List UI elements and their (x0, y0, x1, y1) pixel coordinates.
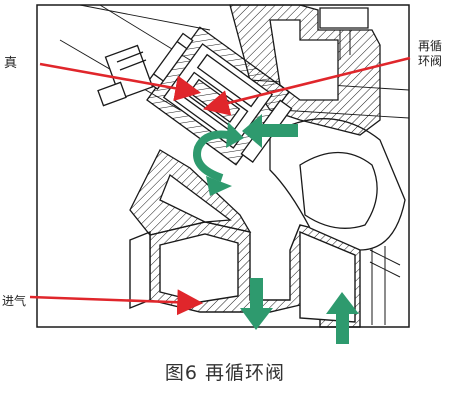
valve-housing (129, 221, 401, 328)
label-vacuum: 真 (4, 56, 18, 71)
label-recirculation-valve-line1: 再循 (417, 39, 442, 53)
label-intake: 进气 (2, 294, 27, 308)
flow-arrow-down (240, 278, 273, 330)
flow-arrow-up (326, 292, 359, 344)
figure-caption: 图6 再循环阀 (164, 362, 286, 384)
label-recirculation-valve-line2: 环阀 (417, 54, 442, 68)
flow-arrow-left (242, 114, 298, 148)
pointer-arrow-valve (202, 56, 411, 116)
label-recirculation-valve: 再循 环阀 (410, 39, 450, 69)
pointer-arrow-vacuum (39, 62, 202, 102)
drawing-frame (36, 4, 410, 328)
pointer-arrow-inlet (29, 289, 204, 316)
recirculation-passage (269, 118, 406, 251)
left-body (129, 149, 252, 236)
connector (97, 44, 154, 107)
flow-circular-arrow-head (226, 122, 244, 148)
flow-circular-arrow (193, 130, 229, 182)
